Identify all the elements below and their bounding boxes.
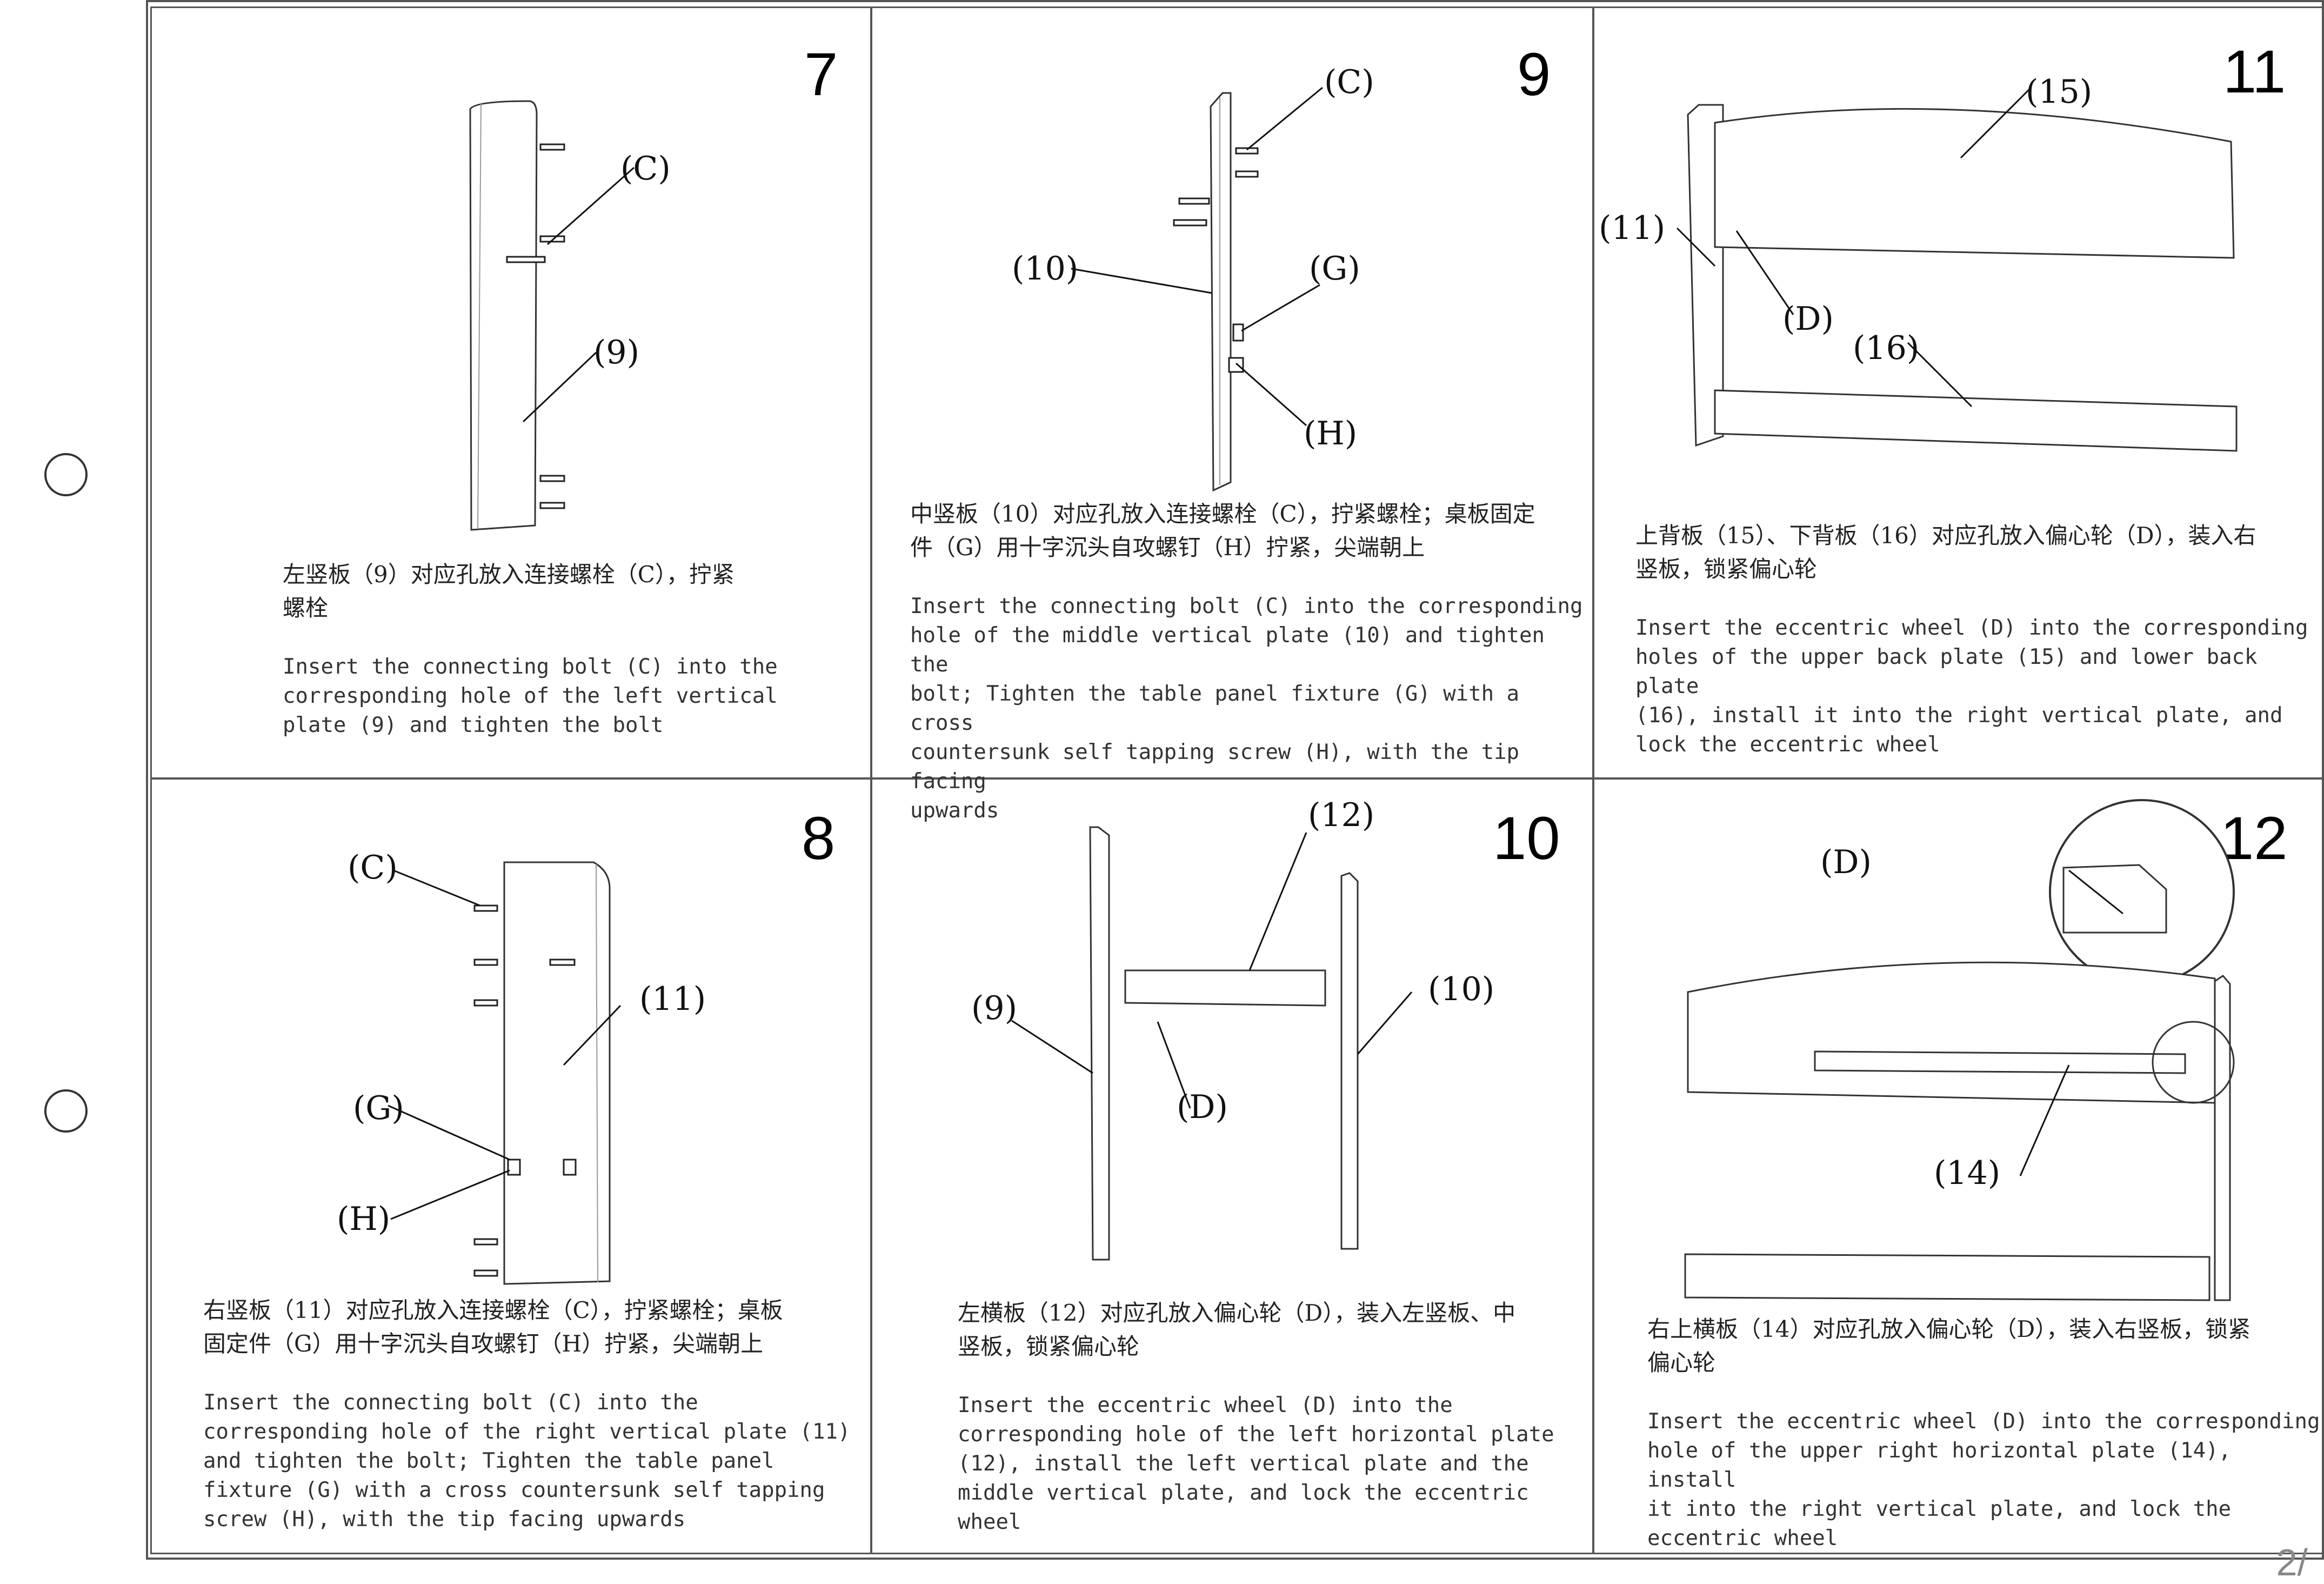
label-plate-10: (10) xyxy=(1428,970,1495,1008)
inner-frame xyxy=(150,6,2324,1554)
step-number: 7 xyxy=(804,41,838,108)
step-number: 10 xyxy=(1493,804,1560,872)
step-number: 12 xyxy=(2220,804,2288,872)
step-12-panel: 12 (D) (14) 右上横板（14）对应孔放入偏心轮（D），装入右竖板，锁紧… xyxy=(1593,778,2324,1554)
label-plate-9: (9) xyxy=(593,334,639,371)
step-9-chinese-text: 中竖板（10）对应孔放入连接螺栓（C），拧紧螺栓；桌板固定 件（G）用十字沉头自… xyxy=(910,501,1535,561)
step-11-diagram xyxy=(1676,86,2238,452)
step-7-diagram xyxy=(469,100,635,531)
step-9-diagram xyxy=(1071,86,1323,492)
binder-hole-top xyxy=(44,453,88,496)
label-plate-14: (14) xyxy=(1934,1154,2001,1192)
label-d: (D) xyxy=(1820,843,1872,881)
step-11-english-text: Insert the eccentric wheel (D) into the … xyxy=(1635,616,2308,757)
step-number: 9 xyxy=(1517,41,1551,108)
label-g: (G) xyxy=(1309,250,1360,288)
step-7-english-text: Insert the connecting bolt (C) into the … xyxy=(283,655,778,737)
step-10-panel: 10 (12) (9) (10) (D) 左横板（12）对应孔放入偏心轮（D），… xyxy=(871,778,1593,1554)
label-c: (C) xyxy=(1324,63,1374,101)
step-8-diagram xyxy=(388,861,622,1285)
step-10-diagram xyxy=(1011,826,1413,1261)
step-7-chinese-text: 左竖板（9）对应孔放入连接螺栓（C），拧紧 螺栓 xyxy=(283,561,734,621)
label-c: (C) xyxy=(620,150,671,188)
step-12-diagram xyxy=(1684,799,2235,1301)
step-7-panel: 7 (C) (9) 左竖板（9）对应孔放入连接螺栓（C），拧紧 螺栓 Inser… xyxy=(150,6,871,778)
label-plate-15: (15) xyxy=(2026,73,2093,111)
step-8-panel: 8 (C) (11) (G) (H) 右竖板（11）对应孔放入连接螺栓（C），拧… xyxy=(150,778,871,1554)
step-number: 8 xyxy=(802,804,836,872)
label-g: (G) xyxy=(353,1089,404,1127)
label-plate-11: (11) xyxy=(639,980,706,1018)
label-h: (H) xyxy=(1304,415,1358,452)
step-9-panel: 9 (C) (10) (G) (H) 中竖板（10）对应孔放入连接螺栓（C），拧… xyxy=(871,6,1593,823)
step-8-english-text: Insert the connecting bolt (C) into the … xyxy=(203,1390,851,1532)
step-12-english-text: Insert the eccentric wheel (D) into the … xyxy=(1647,1409,2320,1550)
label-plate-10: (10) xyxy=(1012,250,1079,288)
label-d: (D) xyxy=(1177,1088,1228,1126)
label-plate-11: (11) xyxy=(1599,209,1666,247)
step-11-panel: 11 (15) (11) (D) (16) 上背板（15）、下背板（16）对应孔… xyxy=(1593,6,2324,778)
label-plate-12: (12) xyxy=(1308,796,1375,834)
step-12-chinese-text: 右上横板（14）对应孔放入偏心轮（D），装入右竖板，锁紧 偏心轮 xyxy=(1647,1316,2251,1376)
label-plate-16: (16) xyxy=(1853,329,1920,367)
label-d: (D) xyxy=(1782,300,1834,338)
label-c: (C) xyxy=(348,849,398,887)
step-9-english-text: Insert the connecting bolt (C) into the … xyxy=(910,594,1583,823)
page-number: 2/ xyxy=(2276,1541,2308,1583)
step-10-english-text: Insert the eccentric wheel (D) into the … xyxy=(958,1393,1554,1534)
label-h: (H) xyxy=(337,1200,391,1238)
step-11-chinese-text: 上背板（15）、下背板（16）对应孔放入偏心轮（D），装入右 竖板，锁紧偏心轮 xyxy=(1635,522,2256,582)
label-plate-9: (9) xyxy=(971,989,1017,1027)
step-number: 11 xyxy=(2223,38,2286,105)
step-8-chinese-text: 右竖板（11）对应孔放入连接螺栓（C），拧紧螺栓；桌板 固定件（G）用十字沉头自… xyxy=(203,1297,783,1357)
step-10-chinese-text: 左横板（12）对应孔放入偏心轮（D），装入左竖板、中 竖板，锁紧偏心轮 xyxy=(958,1300,1516,1360)
binder-hole-bottom xyxy=(44,1089,88,1133)
